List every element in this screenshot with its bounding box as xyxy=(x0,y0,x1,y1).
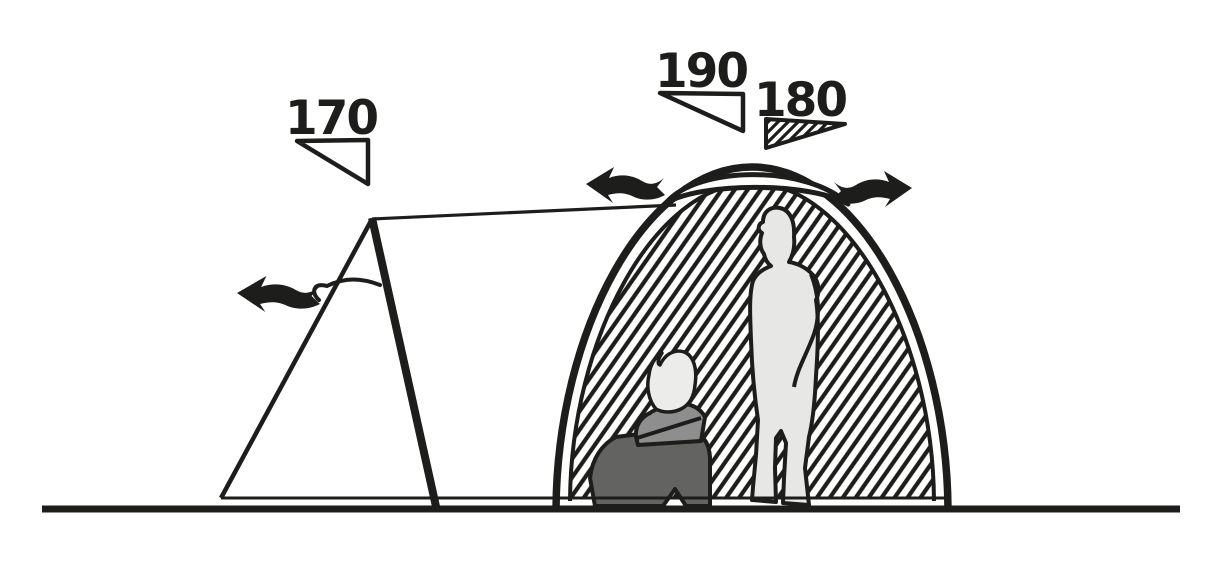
dome-roof-vent-flap xyxy=(663,172,851,207)
awning-pole xyxy=(368,217,441,512)
awning-height-wedge-icon xyxy=(294,137,371,187)
standing-person-body xyxy=(748,205,821,507)
awning-ridge-line xyxy=(371,203,677,221)
dome-peak-height-label: 190 xyxy=(655,44,747,99)
dome-airflow-arrow-left-icon xyxy=(586,167,665,203)
standing-person-arm-line xyxy=(792,273,820,388)
seated-person xyxy=(588,349,712,508)
awning-height-label: 170 xyxy=(285,91,377,146)
dome-peak-height-wedge-icon xyxy=(657,90,746,134)
awning-frame xyxy=(219,203,944,512)
dome-airflow-arrow-right-icon xyxy=(833,171,912,207)
seated-person-head xyxy=(646,349,698,414)
seated-person-arm-line xyxy=(636,416,702,440)
awning-airflow-arrow-left-icon xyxy=(237,276,320,312)
awning-left-edge xyxy=(219,217,374,500)
dome-outer-outline xyxy=(552,163,952,511)
standing-person xyxy=(748,205,821,507)
measurement-callouts: 170 190 180 xyxy=(285,44,848,187)
dome-inner-height-wedge-icon xyxy=(764,117,847,150)
awning-vent-flap xyxy=(312,277,382,302)
